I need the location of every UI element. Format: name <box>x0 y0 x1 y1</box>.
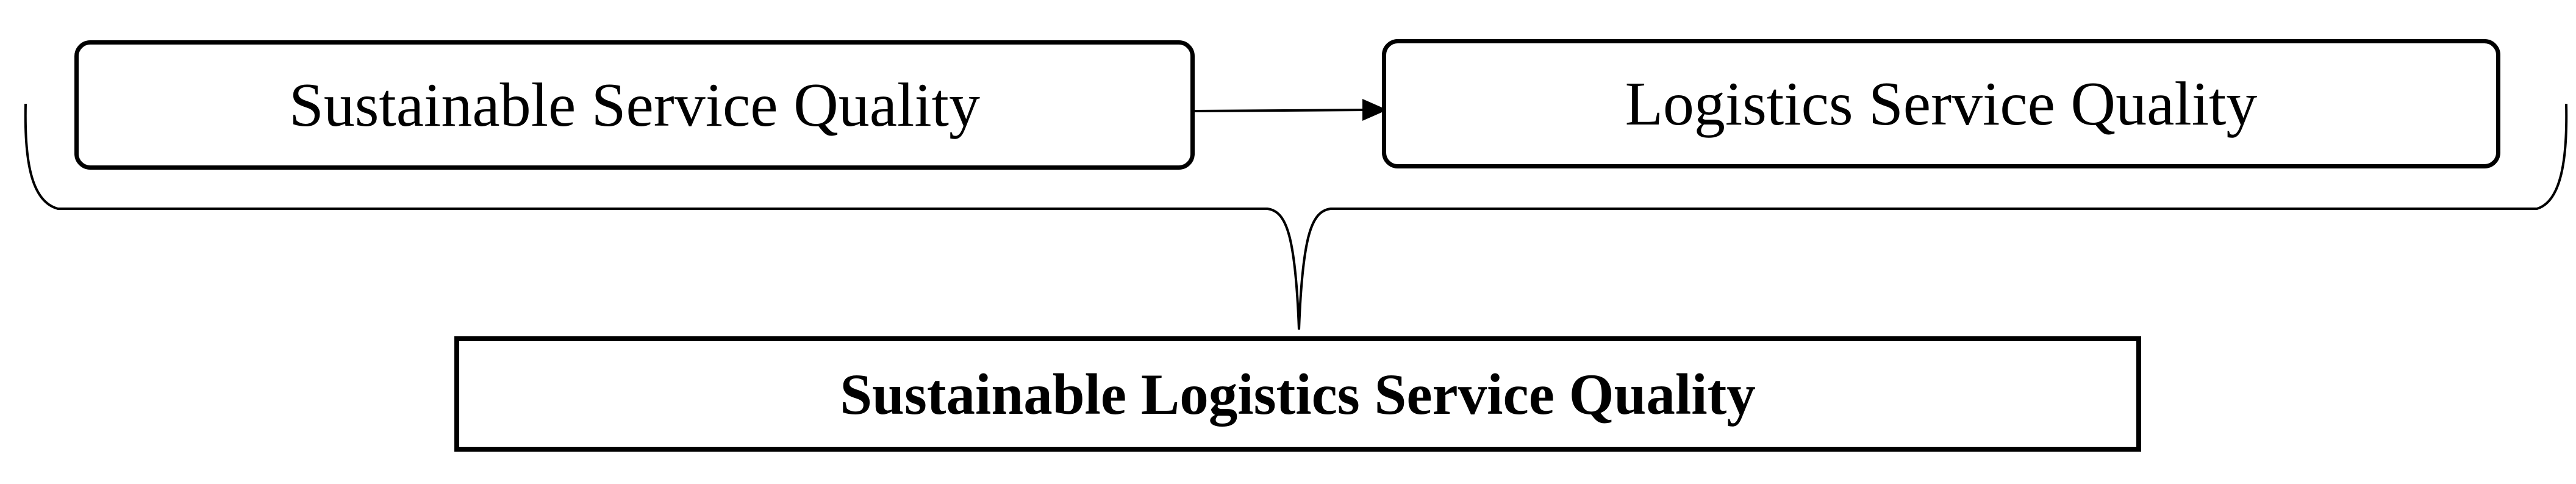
node-label: Sustainable Service Quality <box>288 70 981 140</box>
arrow-ssq-to-lsq <box>1193 109 1367 112</box>
node-sustainable-logistics-service-quality: Sustainable Logistics Service Quality <box>454 336 2141 452</box>
node-sustainable-service-quality: Sustainable Service Quality <box>74 40 1195 170</box>
node-logistics-service-quality: Logistics Service Quality <box>1382 39 2500 168</box>
grouping-brace <box>24 103 2568 330</box>
node-label: Logistics Service Quality <box>1625 69 2258 139</box>
node-label: Sustainable Logistics Service Quality <box>840 361 1756 427</box>
arrowhead-icon <box>1362 99 1387 121</box>
